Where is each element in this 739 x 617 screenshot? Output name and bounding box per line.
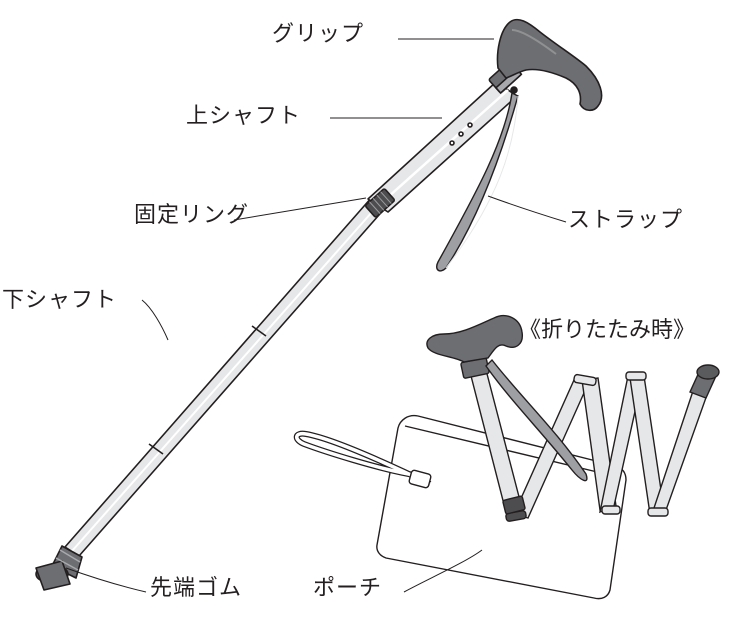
adjust-hole	[458, 131, 464, 137]
label-lower-shaft: 下シャフト	[2, 288, 118, 313]
folded-segment-6	[650, 387, 709, 516]
strap-pin	[510, 86, 518, 94]
rubber-tip	[35, 545, 83, 591]
leader-pouch	[403, 549, 483, 593]
grip-shading	[511, 29, 557, 55]
adjust-hole	[449, 140, 455, 146]
grip-handle	[496, 18, 603, 112]
leader-strap	[487, 195, 567, 223]
upper-shaft-highlight	[377, 89, 509, 207]
folded-strap	[485, 358, 588, 482]
lower-shaft-joint-1	[251, 325, 267, 337]
folded-hinge	[647, 507, 669, 517]
main-cane	[35, 18, 603, 591]
fixing-ring	[365, 188, 395, 218]
label-pouch: ポーチ	[313, 576, 383, 601]
leader-rubber-tip	[65, 567, 147, 593]
folded-hinge	[573, 373, 597, 387]
label-strap: ストラップ	[568, 208, 684, 233]
label-grip: グリップ	[272, 22, 365, 47]
lower-shaft-joint-2	[148, 443, 164, 455]
label-folded-caption: 《折りたたみ時》	[519, 318, 696, 343]
pouch-body	[376, 414, 627, 600]
wrist-strap	[436, 91, 519, 272]
folded-fixing-ring	[502, 495, 526, 515]
leader-fixing-ring	[233, 197, 367, 221]
folded-hinge	[625, 371, 647, 381]
folded-cane	[426, 314, 720, 522]
leader-lines	[65, 38, 567, 593]
label-rubber-tip: 先端ゴム	[150, 576, 243, 601]
adjust-hole	[467, 122, 473, 128]
pouch-loop-tab	[408, 469, 432, 489]
folded-hinge	[601, 505, 621, 515]
pouch	[293, 414, 627, 600]
label-upper-shaft: 上シャフト	[186, 104, 302, 129]
lower-shaft-highlight	[71, 202, 381, 552]
folded-grip-handle	[426, 314, 523, 363]
label-fixing-ring: 固定リング	[134, 203, 250, 228]
leader-lower-shaft	[141, 299, 169, 341]
folded-rubber-tip	[689, 364, 720, 399]
